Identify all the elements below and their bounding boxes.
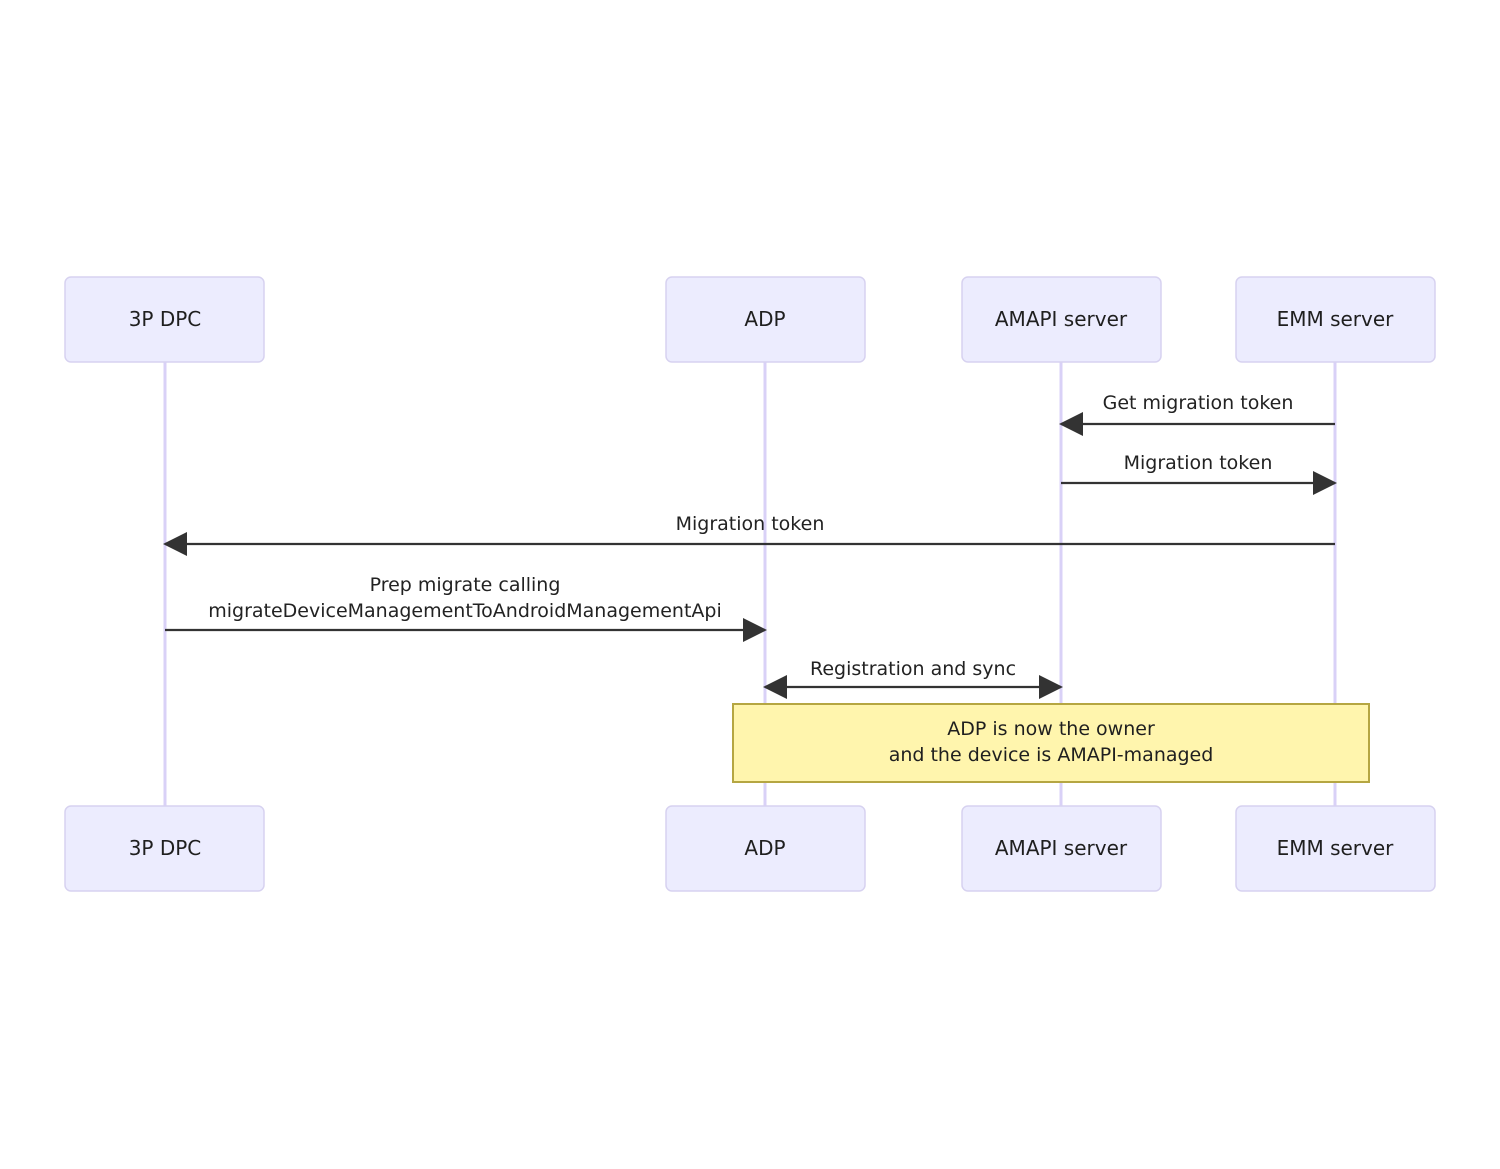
message-label-m4: Prep migrate calling migrateDeviceManagem… xyxy=(208,574,722,622)
participant-label-dpc-top: 3P DPC xyxy=(129,307,202,331)
message-label-line: Migration token xyxy=(1124,452,1273,474)
participant-label-emm-bottom: EMM server xyxy=(1277,836,1395,860)
message-label-m1: Get migration token xyxy=(1103,392,1294,414)
participant-box-amapi-top[interactable] xyxy=(961,276,1162,363)
message-label-m3: Migration token xyxy=(676,513,825,535)
participant-box-dpc-top[interactable] xyxy=(64,276,265,363)
participant-box-emm-bottom[interactable] xyxy=(1235,805,1436,892)
note-text-line: and the device is AMAPI-managed xyxy=(889,744,1214,766)
message-label-m5: Registration and sync xyxy=(810,658,1016,680)
participant-box-dpc-bottom[interactable] xyxy=(64,805,265,892)
participant-box-adp-top[interactable] xyxy=(665,276,866,363)
participant-box-amapi-bottom[interactable] xyxy=(961,805,1162,892)
message-label-line: migrateDeviceManagementToAndroidManageme… xyxy=(208,600,722,622)
participant-label-amapi-bottom: AMAPI server xyxy=(995,836,1128,860)
message-label-line: Prep migrate calling xyxy=(370,574,561,596)
participant-label-adp-bottom: ADP xyxy=(744,836,785,860)
note-text-line: ADP is now the owner xyxy=(947,718,1155,740)
note-box-note1[interactable] xyxy=(732,703,1370,783)
note-text-note1: ADP is now the owner and the device is AM… xyxy=(889,718,1214,766)
message-label-line: Get migration token xyxy=(1103,392,1294,414)
participant-label-adp-top: ADP xyxy=(744,307,785,331)
message-label-m2: Migration token xyxy=(1124,452,1273,474)
participant-label-dpc-bottom: 3P DPC xyxy=(129,836,202,860)
message-label-line: Registration and sync xyxy=(810,658,1016,680)
message-label-line: Migration token xyxy=(676,513,825,535)
participants-bottom-group: 3P DPC ADP AMAPI server EMM server xyxy=(64,805,1436,892)
participants-top-group: 3P DPC ADP AMAPI server EMM server xyxy=(64,276,1436,363)
participant-box-adp-bottom[interactable] xyxy=(665,805,866,892)
participant-label-emm-top: EMM server xyxy=(1277,307,1395,331)
participant-label-amapi-top: AMAPI server xyxy=(995,307,1128,331)
participant-box-emm-top[interactable] xyxy=(1235,276,1436,363)
notes-group: ADP is now the owner and the device is AM… xyxy=(732,703,1370,783)
